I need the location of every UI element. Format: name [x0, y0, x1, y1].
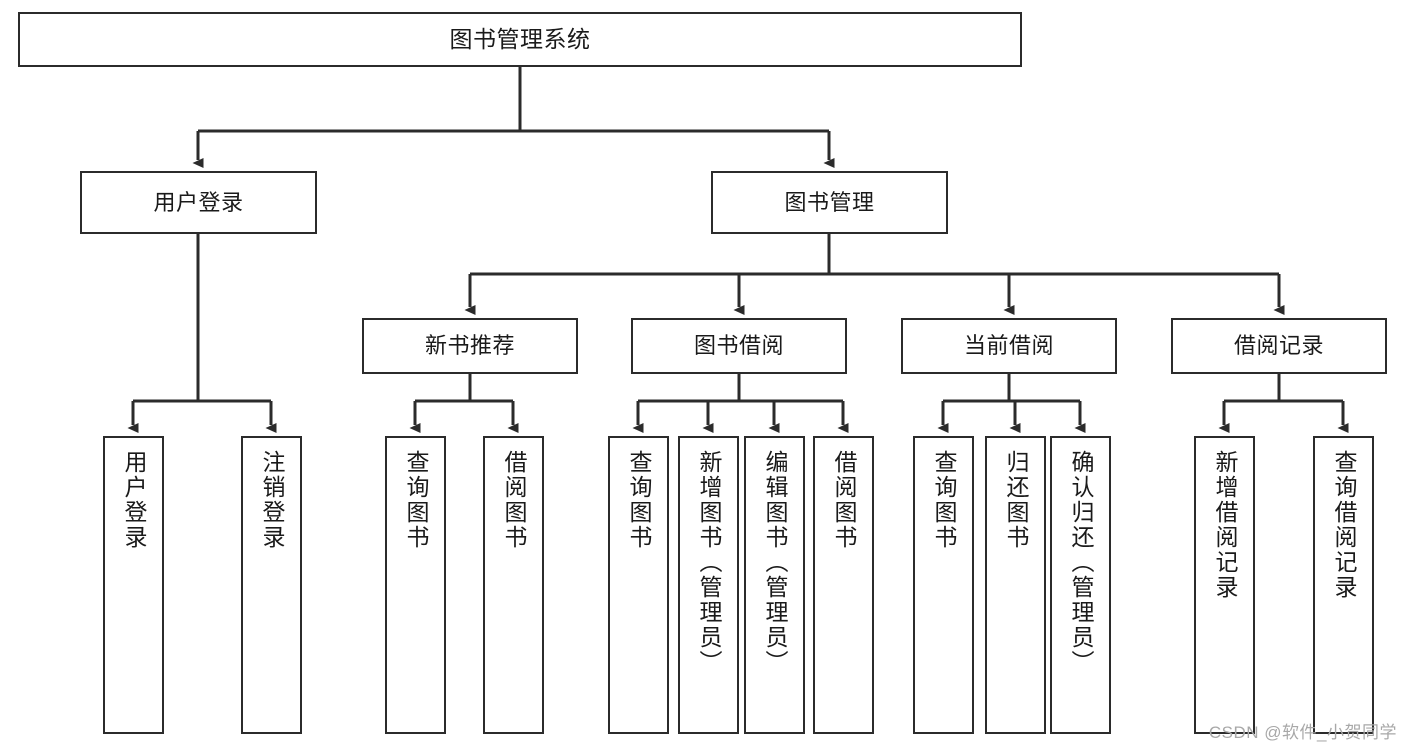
- node-leaf-edit-book[interactable]: 编辑图书（管理员）: [744, 436, 805, 734]
- node-label: 图书借阅: [693, 333, 784, 359]
- node-label: 归还图书: [1003, 450, 1029, 550]
- node-leaf-add-record[interactable]: 新增借阅记录: [1194, 436, 1255, 734]
- node-leaf-query-book-1[interactable]: 查询图书: [385, 436, 446, 734]
- node-leaf-user-login[interactable]: 用户登录: [103, 436, 164, 734]
- node-label: 新增借阅记录: [1212, 450, 1238, 600]
- node-label: 查询借阅记录: [1331, 450, 1357, 600]
- node-borrow-record[interactable]: 借阅记录: [1171, 318, 1387, 374]
- node-book-borrow[interactable]: 图书借阅: [631, 318, 847, 374]
- node-leaf-query-book-3[interactable]: 查询图书: [913, 436, 974, 734]
- watermark-text: CSDN @软件_小贺同学: [1208, 723, 1397, 742]
- node-label: 借阅图书: [501, 450, 527, 550]
- node-leaf-logout-login[interactable]: 注销登录: [241, 436, 302, 734]
- node-label: 查询图书: [626, 450, 652, 550]
- node-label: 确认归还（管理员）: [1068, 450, 1094, 675]
- node-label: 图书管理: [784, 189, 875, 215]
- node-new-book-recommend[interactable]: 新书推荐: [362, 318, 578, 374]
- node-label: 查询图书: [403, 450, 429, 550]
- node-current-borrow[interactable]: 当前借阅: [901, 318, 1117, 374]
- node-label: 查询图书: [931, 450, 957, 550]
- node-leaf-return-book[interactable]: 归还图书: [985, 436, 1046, 734]
- node-leaf-add-book[interactable]: 新增图书（管理员）: [678, 436, 739, 734]
- node-label: 注销登录: [259, 450, 285, 550]
- node-label: 用户登录: [153, 189, 244, 215]
- node-label: 图书管理系统: [449, 25, 591, 52]
- node-label: 借阅记录: [1233, 333, 1324, 359]
- node-label: 编辑图书（管理员）: [762, 450, 788, 675]
- node-label: 借阅图书: [831, 450, 857, 550]
- node-leaf-borrow-book-1[interactable]: 借阅图书: [483, 436, 544, 734]
- node-leaf-query-record[interactable]: 查询借阅记录: [1313, 436, 1374, 734]
- node-user-login[interactable]: 用户登录: [80, 171, 317, 234]
- node-leaf-confirm-return[interactable]: 确认归还（管理员）: [1050, 436, 1111, 734]
- node-label: 当前借阅: [963, 333, 1054, 359]
- node-label: 用户登录: [121, 450, 147, 550]
- node-label: 新书推荐: [424, 333, 515, 359]
- node-root-system[interactable]: 图书管理系统: [18, 12, 1022, 67]
- node-leaf-query-book-2[interactable]: 查询图书: [608, 436, 669, 734]
- node-label: 新增图书（管理员）: [696, 450, 722, 675]
- node-book-management[interactable]: 图书管理: [711, 171, 948, 234]
- node-leaf-borrow-book-2[interactable]: 借阅图书: [813, 436, 874, 734]
